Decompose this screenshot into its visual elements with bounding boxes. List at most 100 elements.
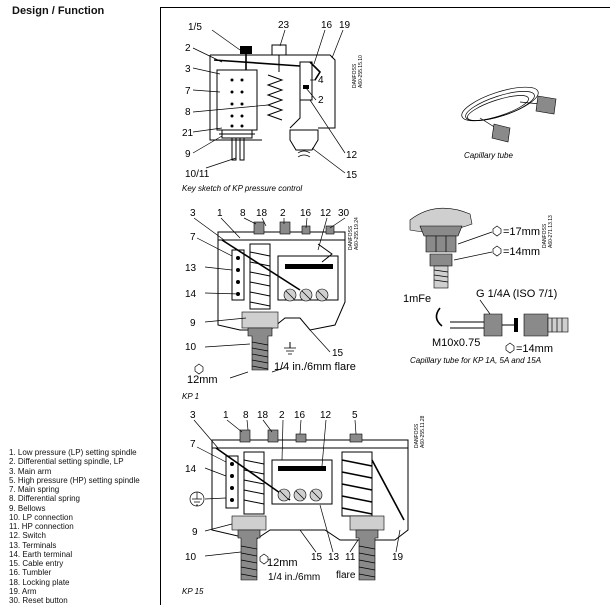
sketch-housing	[209, 54, 336, 141]
kp1-code-1: DANFOSS	[348, 225, 354, 250]
legend-item: 3. Main arm	[9, 466, 52, 476]
capillary-nut-right	[535, 95, 557, 115]
kp1-spring-coils	[249, 251, 271, 307]
legend-item: 16. Tumbler	[9, 568, 52, 578]
kp1-label-3: 3	[190, 208, 196, 219]
kp15-label-8: 8	[243, 410, 249, 421]
hex-icon-14	[492, 245, 502, 257]
kp15-flare-size: 1/4 in./6mm	[268, 572, 320, 583]
kp1-tumbler	[317, 243, 333, 263]
label-1-5: 1/5	[188, 22, 202, 33]
kp15-bellows-lp	[231, 515, 267, 531]
kp1-label-14: 14	[185, 289, 197, 300]
kp15-caption: KP 15	[182, 587, 204, 596]
kp1-label-2: 2	[280, 208, 286, 219]
legend-item: 10. LP connection	[9, 512, 73, 522]
kp1-label-7: 7	[190, 232, 196, 243]
kp15-label-18: 18	[257, 410, 269, 421]
label-19: 19	[339, 20, 351, 31]
fitting-code-2: A60-271.13.13	[548, 215, 554, 248]
legend-item: 19. Arm	[9, 586, 37, 596]
kp15-label-16: 16	[294, 410, 306, 421]
legend-item: 9. Bellows	[9, 503, 46, 513]
kp15-label-19: 19	[392, 552, 404, 563]
legend-item: 7. Main spring	[9, 485, 60, 494]
figure-frame	[160, 7, 610, 605]
kp1-label-1: 1	[217, 208, 223, 219]
kp1-spindle-1	[253, 221, 265, 235]
kp15-label-9: 9	[192, 527, 198, 538]
legend-item: 12. Switch	[9, 531, 46, 541]
legend-item: 11. HP connection	[9, 522, 74, 531]
sketch-screw-23	[271, 44, 287, 56]
kp1-spindle-2	[279, 221, 291, 235]
sketch-contact	[303, 85, 309, 89]
kp1-label-15: 15	[332, 348, 344, 359]
fitting-mfe: 1mFe	[403, 293, 431, 305]
label-4: 4	[318, 75, 324, 86]
kp1-figure: 3 1 8 18 2 16 12 30 7 13 14 9 10 15 12mm…	[182, 208, 360, 401]
sketch-cable-entry	[289, 129, 319, 151]
kp1-label-9: 9	[190, 318, 196, 329]
sketch-arm-link	[289, 90, 301, 129]
sketch-spring-dots	[230, 78, 244, 128]
legend-item: 30. Reset button	[9, 596, 68, 605]
kp1-main-arm	[221, 239, 301, 291]
legend-item: 13. Terminals	[9, 540, 57, 550]
sketch-code-2: A60-255.15.10	[358, 55, 364, 88]
kp1-code-2: A60-255.19.24	[354, 217, 360, 250]
kp15-flare: flare	[336, 570, 356, 581]
kp15-dim-12mm: 12mm	[267, 557, 298, 569]
kp1-dim-12mm: 12mm	[187, 374, 218, 386]
fitting-union-nut	[483, 313, 503, 337]
kp1-bellows	[241, 311, 279, 329]
label-23: 23	[278, 20, 290, 31]
fitting-dim-14: =14mm	[503, 246, 540, 258]
kp15-label-12: 12	[320, 410, 332, 421]
label-12: 12	[346, 150, 358, 161]
sketch-tumbler	[309, 61, 322, 81]
fitting-figure: =17mm =14mm DANFOSS A60-271.13.13 1mFe G…	[403, 207, 569, 365]
kp15-hp-spindle	[349, 433, 363, 443]
label-16: 16	[321, 20, 333, 31]
label-2b: 2	[318, 95, 324, 106]
kp1-lp-connection	[247, 327, 273, 371]
hex-icon-14b	[505, 342, 515, 354]
label-9: 9	[185, 149, 191, 160]
label-8: 8	[185, 107, 191, 118]
legend-item: 5. High pressure (HP) setting spindle	[9, 475, 140, 485]
kp15-spindle-2	[267, 429, 279, 443]
fitting-m10: M10x0.75	[432, 337, 480, 349]
sketch-diff-spring	[266, 74, 284, 121]
kp1-reset-button	[325, 225, 335, 235]
fitting-code-1: DANFOSS	[542, 223, 548, 248]
kp1-label-8: 8	[240, 208, 246, 219]
legend-item: 1. Low pressure (LP) setting spindle	[9, 448, 137, 457]
kp15-label-14: 14	[185, 464, 197, 475]
legend-item: 8. Differential spring	[9, 494, 80, 504]
kp1-main-spring	[249, 243, 271, 310]
legend-item: 2. Differential setting spindle, LP	[9, 457, 124, 467]
fitting-caption: Capillary tube for KP 1A, 5A and 15A	[410, 356, 541, 365]
sketch-main-arm	[213, 59, 301, 67]
capillary-tube-figure: Capillary tube	[461, 86, 557, 160]
kp15-spindle-1	[239, 429, 251, 443]
kp1-label-30: 30	[338, 208, 350, 219]
fitting-adapter	[523, 313, 549, 337]
fitting-nut-14	[429, 253, 453, 267]
kp15-code-2: A60-255.11.28	[420, 415, 426, 448]
kp15-arm	[371, 459, 405, 521]
hex-icon-17	[492, 225, 502, 237]
kp15-label-5: 5	[352, 410, 358, 421]
fitting-capillary-end	[435, 307, 443, 327]
kp15-switch	[271, 459, 333, 505]
kp15-label-7: 7	[190, 439, 196, 450]
kp1-label-10: 10	[185, 342, 197, 353]
kp1-housing	[217, 231, 346, 331]
kp1-label-18: 18	[256, 208, 268, 219]
label-2: 2	[185, 43, 191, 54]
kp15-housing	[211, 439, 409, 541]
kp15-hex-icon	[259, 553, 269, 565]
kp15-main-spring-lp	[243, 451, 265, 515]
fitting-dim-17: =17mm	[503, 226, 540, 238]
